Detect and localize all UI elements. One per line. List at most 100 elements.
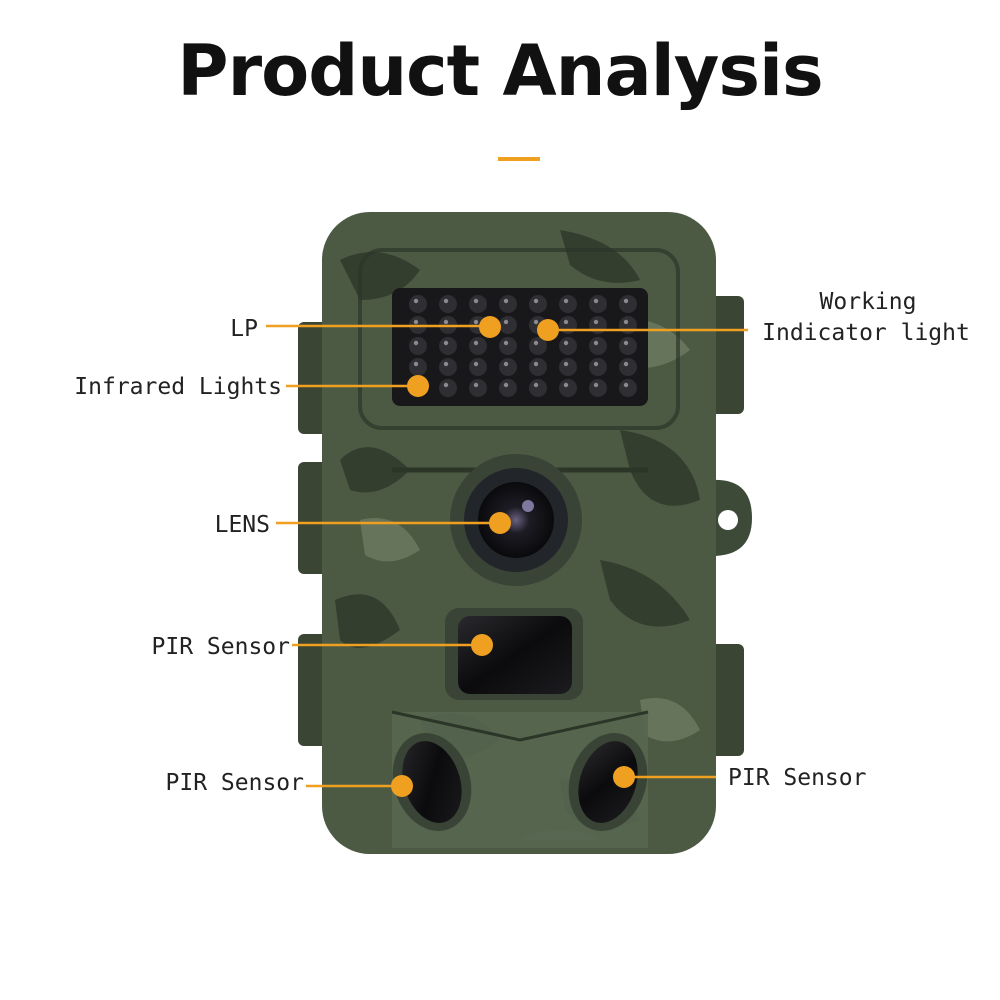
- ir-led: [469, 379, 487, 397]
- mount-tab: [712, 479, 752, 556]
- ir-led-glint: [593, 340, 599, 346]
- ir-led: [619, 379, 637, 397]
- ir-led-glint: [533, 319, 539, 325]
- ir-led-glint: [503, 340, 509, 346]
- ir-led: [499, 379, 517, 397]
- ir-led-glint: [623, 340, 629, 346]
- label-lp: LP: [230, 316, 258, 342]
- ir-led: [499, 316, 517, 334]
- label-working-line2: Indicator light: [762, 320, 970, 346]
- ir-led: [469, 295, 487, 313]
- pir-right-dot: [613, 766, 635, 788]
- ir-led: [499, 358, 517, 376]
- ir-led-glint: [443, 361, 449, 367]
- callout-dots: [391, 316, 635, 797]
- ir-led: [619, 316, 637, 334]
- label-working-line1: Working: [820, 289, 917, 315]
- ir-led-glint: [443, 298, 449, 304]
- ir-led-glint: [593, 361, 599, 367]
- ir-led-glint: [563, 382, 569, 388]
- ir-led-panel: [392, 288, 648, 406]
- infrared-dot: [407, 375, 429, 397]
- label-pir-center: PIR Sensor: [152, 634, 290, 660]
- ir-led: [589, 295, 607, 313]
- title-accent-bar: [498, 157, 540, 161]
- ir-led: [529, 379, 547, 397]
- label-infrared-lights: Infrared Lights: [74, 374, 282, 400]
- ir-led-glint: [533, 340, 539, 346]
- ir-led-glint: [593, 319, 599, 325]
- ir-led-glint: [413, 340, 419, 346]
- ir-led-glint: [473, 319, 479, 325]
- ir-led: [589, 358, 607, 376]
- ir-led-glint: [443, 382, 449, 388]
- ir-led: [469, 337, 487, 355]
- ir-led-glint: [503, 319, 509, 325]
- ir-led-glint: [473, 340, 479, 346]
- ir-led: [589, 337, 607, 355]
- ir-led: [559, 295, 577, 313]
- ir-led: [589, 316, 607, 334]
- ir-led: [469, 358, 487, 376]
- ir-led-glint: [533, 298, 539, 304]
- ir-led-glint: [413, 298, 419, 304]
- ir-led: [499, 337, 517, 355]
- callout-lines: [266, 324, 748, 788]
- ir-led: [619, 295, 637, 313]
- lens-dot: [489, 512, 511, 534]
- ir-led: [499, 295, 517, 313]
- ir-led-glint: [443, 340, 449, 346]
- ir-led-glint: [623, 319, 629, 325]
- ir-led-glint: [533, 382, 539, 388]
- ir-led: [589, 379, 607, 397]
- ir-led-glint: [563, 298, 569, 304]
- ir-led: [619, 337, 637, 355]
- label-pir-right: PIR Sensor: [728, 765, 866, 791]
- center-pir-window: [445, 608, 583, 700]
- ir-led-glint: [563, 340, 569, 346]
- ir-led: [409, 295, 427, 313]
- label-lens: LENS: [215, 512, 270, 538]
- ir-led: [409, 358, 427, 376]
- lp-dot: [479, 316, 501, 338]
- ir-led: [529, 358, 547, 376]
- ir-led-glint: [563, 361, 569, 367]
- ir-led-glint: [623, 361, 629, 367]
- ir-led: [619, 358, 637, 376]
- ir-led-glint: [473, 298, 479, 304]
- ir-led-glint: [533, 361, 539, 367]
- ir-led: [439, 379, 457, 397]
- ir-led: [529, 337, 547, 355]
- ir-led-glint: [623, 382, 629, 388]
- ir-led-glint: [593, 298, 599, 304]
- ir-led-glint: [413, 361, 419, 367]
- label-pir-left: PIR Sensor: [166, 770, 304, 796]
- ir-led: [559, 316, 577, 334]
- pir-center-dot: [471, 634, 493, 656]
- ir-led: [559, 337, 577, 355]
- ir-led-glint: [623, 298, 629, 304]
- ir-led-glint: [593, 382, 599, 388]
- ir-led: [529, 295, 547, 313]
- ir-led: [439, 337, 457, 355]
- ir-led-glint: [443, 319, 449, 325]
- ir-led-glint: [503, 298, 509, 304]
- working-light-dot: [537, 319, 559, 341]
- ir-led-glint: [473, 382, 479, 388]
- ir-led: [409, 337, 427, 355]
- ir-led: [439, 358, 457, 376]
- ir-led-glint: [413, 319, 419, 325]
- lower-pir-housing: [391, 710, 649, 848]
- lens-assembly: [392, 454, 648, 586]
- ir-led-glint: [563, 319, 569, 325]
- pir-left-dot: [391, 775, 413, 797]
- ir-led: [559, 379, 577, 397]
- page-title: Product Analysis: [177, 30, 823, 112]
- ir-led-glint: [473, 361, 479, 367]
- ir-led: [559, 358, 577, 376]
- ir-led-glint: [503, 382, 509, 388]
- ir-led-glint: [503, 361, 509, 367]
- side-clips: [298, 296, 744, 756]
- ir-led: [439, 295, 457, 313]
